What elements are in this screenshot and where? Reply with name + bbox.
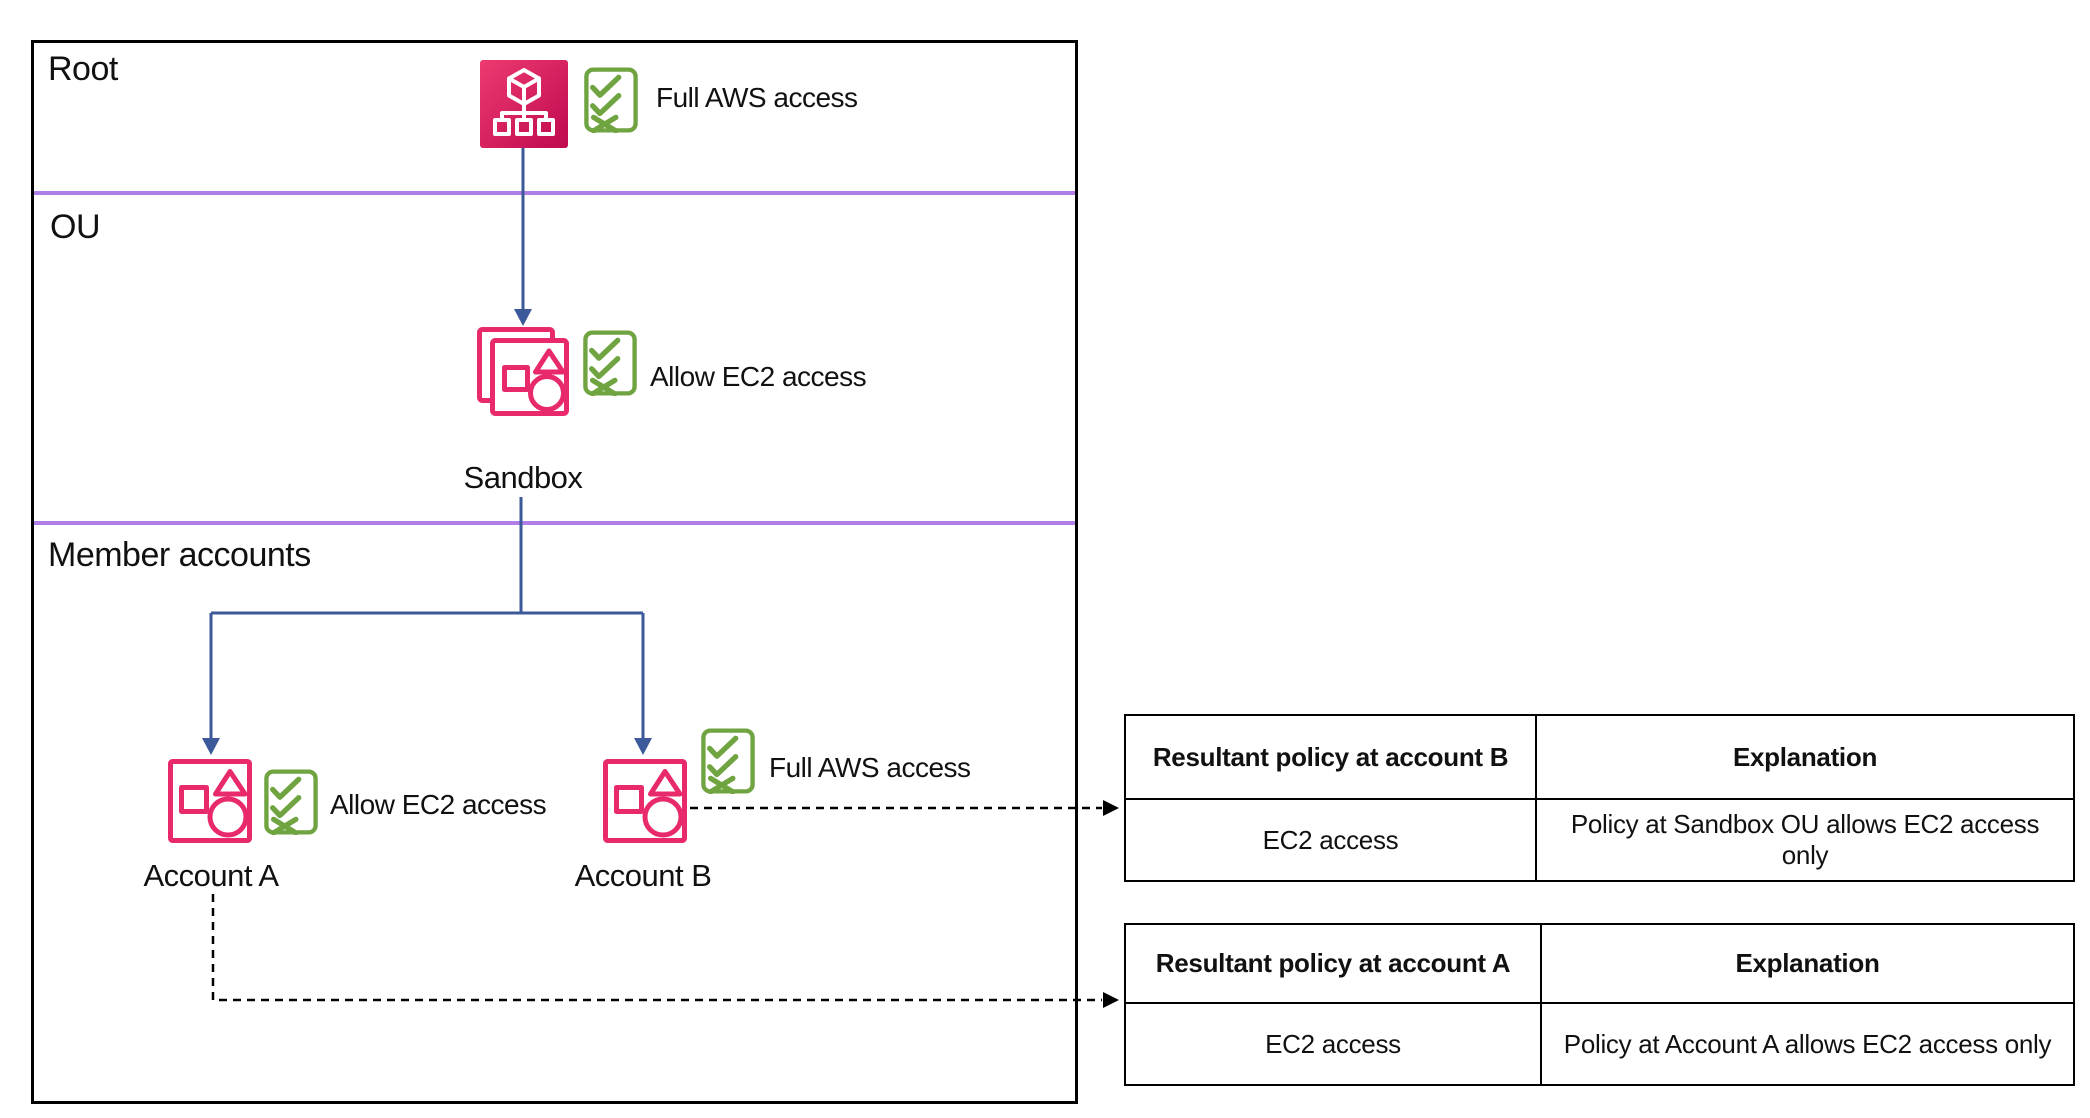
organizations-icon bbox=[480, 60, 568, 148]
arrow-sandbox-to-accounts bbox=[209, 497, 645, 740]
account-b-policy-label: Full AWS access bbox=[769, 752, 971, 783]
account-a-policy-label: Allow EC2 access bbox=[330, 789, 547, 820]
arrowhead-to-account-a bbox=[202, 738, 220, 755]
account-b-icon bbox=[603, 759, 687, 843]
organizational-unit-icon bbox=[477, 327, 569, 416]
resultant-policy-table-account-a: Resultant policy at account A Explanatio… bbox=[1124, 923, 2075, 1086]
arrowhead-to-account-b bbox=[634, 738, 652, 755]
divider-root-ou bbox=[34, 191, 1075, 195]
policy-checklist-icon-account-b bbox=[701, 728, 755, 794]
table-b-cell-policy: EC2 access bbox=[1124, 798, 1537, 882]
dashed-arrow-account-a-to-table bbox=[211, 894, 1102, 1002]
arrowhead-account-a-table bbox=[1103, 992, 1119, 1008]
table-a-cell-explanation: Policy at Account A allows EC2 access on… bbox=[1540, 1002, 2075, 1086]
organizations-glyph bbox=[493, 68, 555, 136]
resultant-policy-table-account-b: Resultant policy at account B Explanatio… bbox=[1124, 714, 2075, 882]
table-a-cell-policy: EC2 access bbox=[1124, 1002, 1542, 1086]
account-b-label: Account B bbox=[574, 858, 712, 893]
organization-boundary-box bbox=[31, 40, 1078, 1104]
divider-ou-member bbox=[34, 521, 1075, 525]
policy-checklist-icon-root bbox=[584, 67, 638, 133]
sandbox-label: Sandbox bbox=[463, 460, 583, 495]
root-policy-label: Full AWS access bbox=[656, 82, 858, 113]
section-label-root: Root bbox=[48, 50, 118, 88]
arrowhead-account-b-table bbox=[1103, 800, 1119, 816]
table-row: EC2 access Policy at Sandbox OU allows E… bbox=[1124, 798, 2075, 882]
table-b-header-explanation: Explanation bbox=[1535, 714, 2075, 800]
table-a-header-explanation: Explanation bbox=[1540, 923, 2075, 1004]
table-b-header-resultant-policy: Resultant policy at account B bbox=[1124, 714, 1537, 800]
account-a-label: Account A bbox=[143, 858, 279, 893]
policy-checklist-icon-sandbox bbox=[583, 330, 637, 396]
account-a-icon bbox=[168, 759, 252, 843]
table-a-header-resultant-policy: Resultant policy at account A bbox=[1124, 923, 1542, 1004]
table-b-cell-explanation: Policy at Sandbox OU allows EC2 access o… bbox=[1535, 798, 2075, 882]
arrowhead-root-to-sandbox bbox=[514, 309, 532, 326]
section-label-member-accounts: Member accounts bbox=[48, 536, 311, 574]
policy-checklist-icon-account-a bbox=[264, 769, 318, 835]
sandbox-policy-label: Allow EC2 access bbox=[650, 361, 867, 392]
section-label-ou: OU bbox=[50, 208, 101, 246]
table-row: EC2 access Policy at Account A allows EC… bbox=[1124, 1002, 2075, 1086]
